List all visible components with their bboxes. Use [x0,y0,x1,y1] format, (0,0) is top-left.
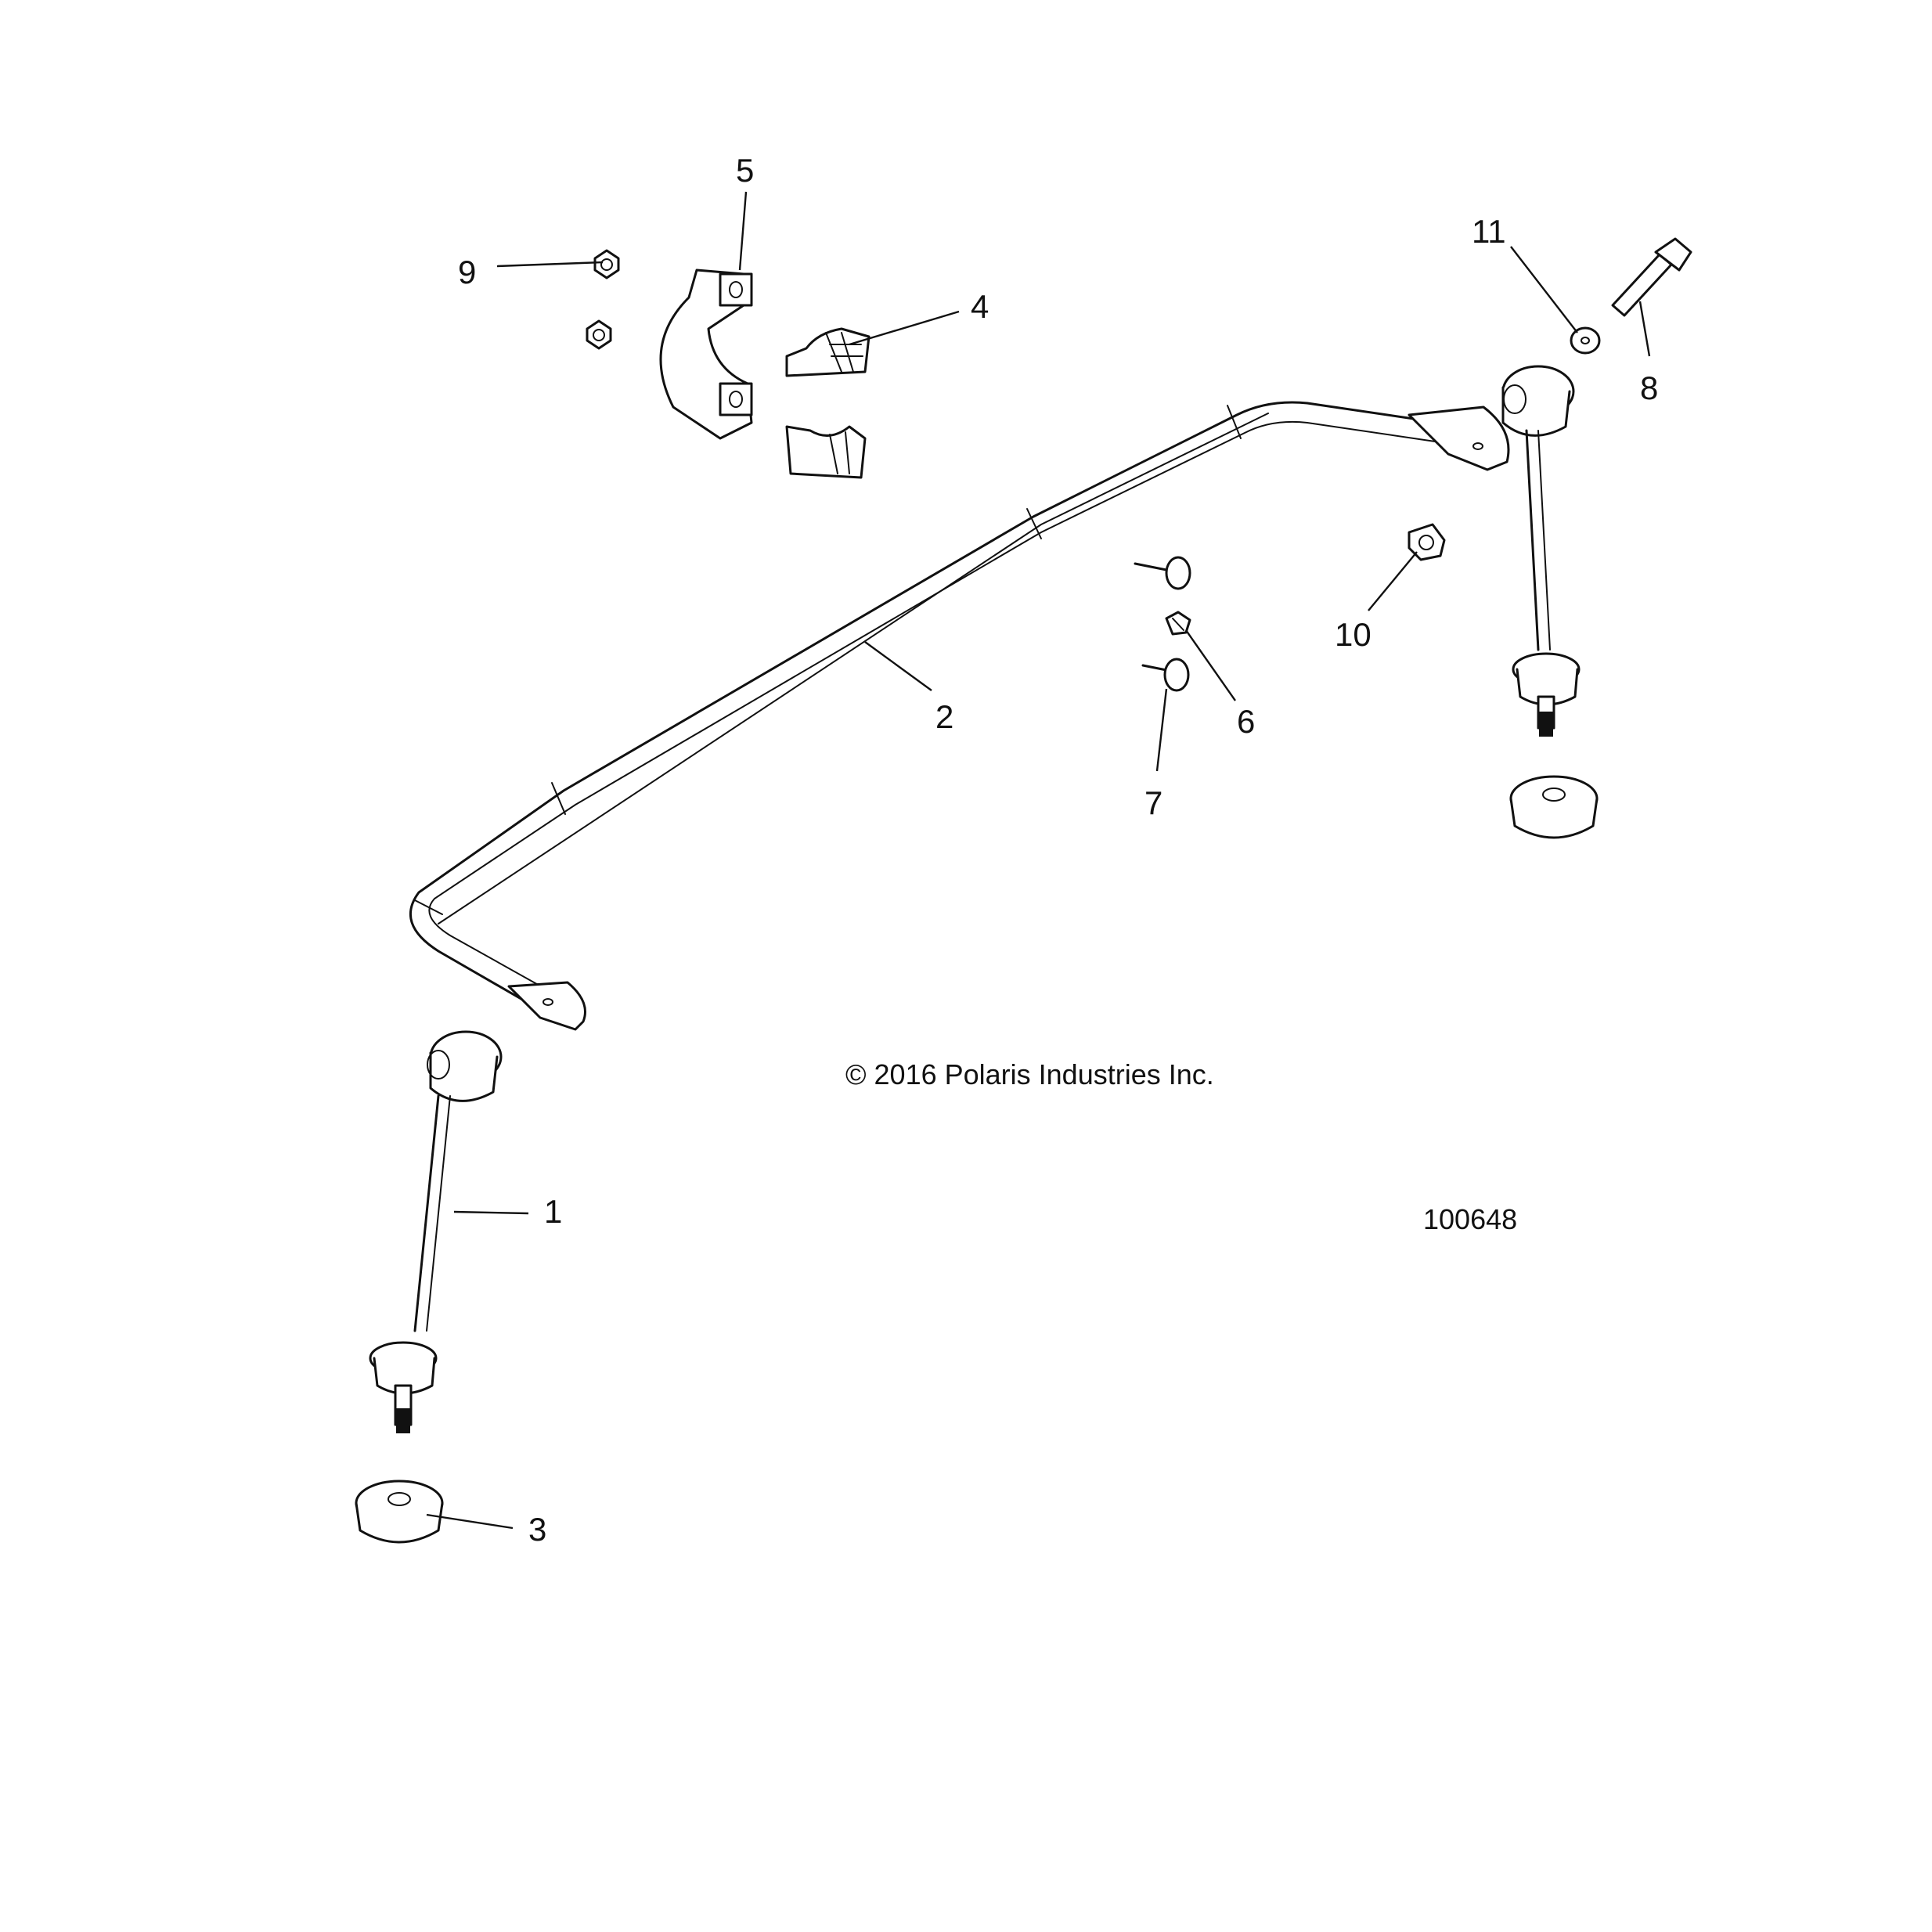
callout-7: 7 [1144,784,1162,821]
part-link-bushing-right [1509,775,1599,839]
part-grease-fitting [1165,611,1191,636]
callout-5: 5 [736,152,754,189]
part-link-bushing-left [355,1480,444,1544]
callout-8: 8 [1640,369,1658,406]
callout-6: 6 [1237,703,1255,740]
part-washer [1570,326,1601,355]
callout-11: 11 [1472,213,1506,250]
part-push-rivet-lower [1141,658,1190,692]
part-end-link-right [1501,365,1581,737]
callout-2: 2 [935,698,953,735]
callout-1: 1 [544,1193,562,1230]
part-nut-upper [593,249,620,279]
part-flange-nut [1408,523,1446,561]
figure-number: 100648 [1423,1203,1517,1235]
part-stabilizer-bar [409,401,1510,1031]
callout-4: 4 [971,288,989,325]
part-clamp-bracket [659,269,753,440]
part-bar-bushing-lower [785,425,867,479]
callout-numbers: 1 2 3 4 5 6 7 8 9 10 11 [458,152,1658,1548]
callout-3: 3 [528,1511,546,1548]
leader-lines [426,191,1651,1530]
callout-9: 9 [458,254,476,290]
part-push-rivet-upper [1134,556,1191,590]
part-bolt [1611,237,1692,317]
copyright-notice: © 2016 Polaris Industries Inc. [845,1058,1214,1090]
callout-10: 10 [1335,616,1372,653]
part-nut-lower [586,319,612,350]
part-end-link-left [369,1030,503,1433]
part-bar-bushing-upper [785,327,870,377]
